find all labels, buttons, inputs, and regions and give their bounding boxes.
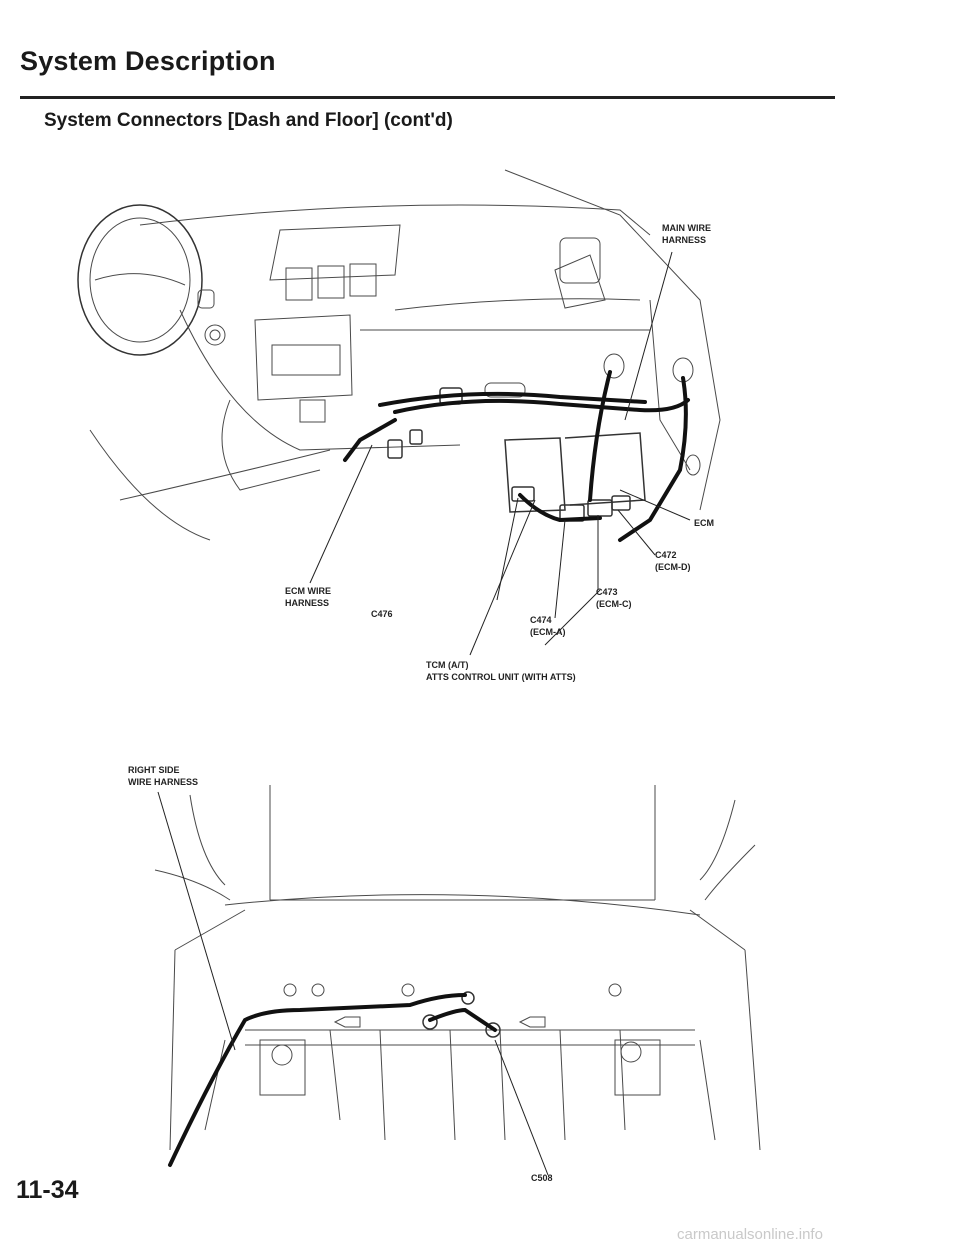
floor-diagram-artwork	[154, 785, 761, 1167]
label-c473: C473 (ECM-C)	[596, 587, 632, 609]
dash-diagram-artwork	[77, 169, 721, 542]
label-main-wire-harness: MAIN WIRE HARNESS	[662, 223, 711, 245]
watermark: carmanualsonline.info	[677, 1226, 823, 1243]
dash-leader-lines	[309, 251, 673, 656]
label-right-side-wire-harness: RIGHT SIDE WIRE HARNESS	[128, 765, 199, 787]
label-tcm-atts: TCM (A/T) ATTS CONTROL UNIT (With ATTS)	[426, 660, 576, 682]
label-c474: C474 (ECM-A)	[530, 615, 566, 637]
label-c472: C472 (ECM-D)	[655, 550, 691, 572]
page-number: 11-34	[16, 1176, 79, 1204]
section-subtitle: System Connectors [Dash and Floor] (cont…	[44, 110, 453, 131]
label-c476: C476	[371, 609, 393, 619]
label-ecm-wire-harness: ECM WIRE HARNESS	[285, 586, 331, 608]
label-c508: C508	[531, 1173, 553, 1183]
page-title: System Description	[20, 46, 276, 76]
title-rule	[20, 96, 835, 99]
floor-leader-lines	[157, 791, 549, 1176]
label-ecm: ECM	[694, 518, 714, 528]
